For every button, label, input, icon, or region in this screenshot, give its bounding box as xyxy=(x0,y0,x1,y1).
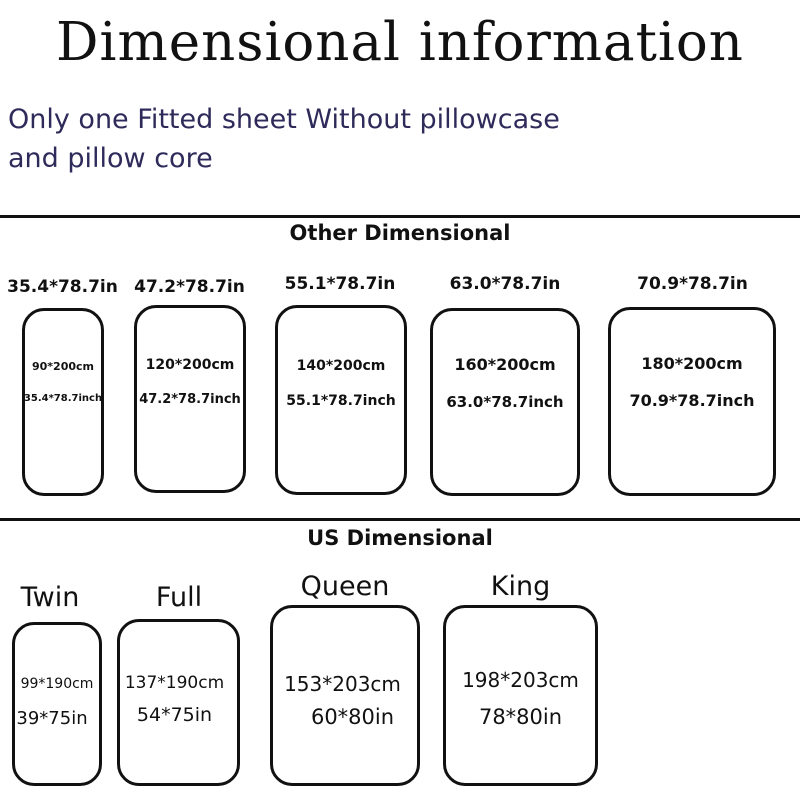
subtitle: Only one Fitted sheet Without pillowcase… xyxy=(8,100,648,178)
sheet-outline xyxy=(12,622,102,786)
sheet-outline xyxy=(22,308,104,496)
other-size-label: 63.0*78.7in xyxy=(449,274,561,294)
other-size-label: 35.4*78.7in xyxy=(7,277,118,297)
other-size-label: 47.2*78.7in xyxy=(134,277,245,297)
other-section-title: Other Dimensional xyxy=(289,221,511,245)
sheet-outline xyxy=(608,307,776,496)
sheet-outline xyxy=(430,308,580,496)
subtitle-line-2: and pillow core xyxy=(8,143,213,174)
sheet-inch-size: 47.2*78.7inch xyxy=(139,392,241,407)
sheet-cm-size: 99*190cm xyxy=(20,676,94,692)
us-section-title: US Dimensional xyxy=(307,526,493,550)
sheet-cm-size: 140*200cm xyxy=(296,358,386,374)
sheet-inch-size: 39*75in xyxy=(16,708,88,729)
us-size-label: King xyxy=(490,571,551,602)
sheet-cm-size: 153*203cm xyxy=(284,672,401,696)
other-size-label: 55.1*78.7in xyxy=(284,274,396,294)
sheet-inch-size: 60*80in xyxy=(310,705,395,729)
sheet-inch-size: 78*80in xyxy=(478,705,563,729)
us-size-label: Queen xyxy=(300,571,390,602)
sheet-inch-size: 55.1*78.7inch xyxy=(286,393,396,409)
page-title: Dimensional information xyxy=(56,12,744,73)
us-size-label: Full xyxy=(155,582,203,613)
divider-middle xyxy=(0,518,800,521)
subtitle-line-1: Only one Fitted sheet Without pillowcase xyxy=(8,104,560,135)
sheet-inch-size: 35.4*78.7inch xyxy=(23,393,103,404)
sheet-cm-size: 90*200cm xyxy=(31,360,94,373)
sheet-inch-size: 54*75in xyxy=(136,704,213,726)
sheet-inch-size: 63.0*78.7inch xyxy=(446,393,564,411)
sheet-outline xyxy=(270,605,420,786)
us-size-label: Twin xyxy=(20,582,80,613)
sheet-outline xyxy=(134,305,246,493)
sheet-outline xyxy=(117,619,240,786)
sheet-outline xyxy=(275,305,407,495)
sheet-cm-size: 180*200cm xyxy=(641,354,743,373)
sheet-cm-size: 160*200cm xyxy=(454,355,556,374)
sheet-inch-size: 70.9*78.7inch xyxy=(629,391,755,410)
divider-top xyxy=(0,215,800,218)
sheet-cm-size: 120*200cm xyxy=(145,357,235,373)
sheet-cm-size: 137*190cm xyxy=(124,673,225,693)
sheet-cm-size: 198*203cm xyxy=(462,668,579,692)
sheet-outline xyxy=(443,605,598,786)
other-size-label: 70.9*78.7in xyxy=(637,274,748,294)
